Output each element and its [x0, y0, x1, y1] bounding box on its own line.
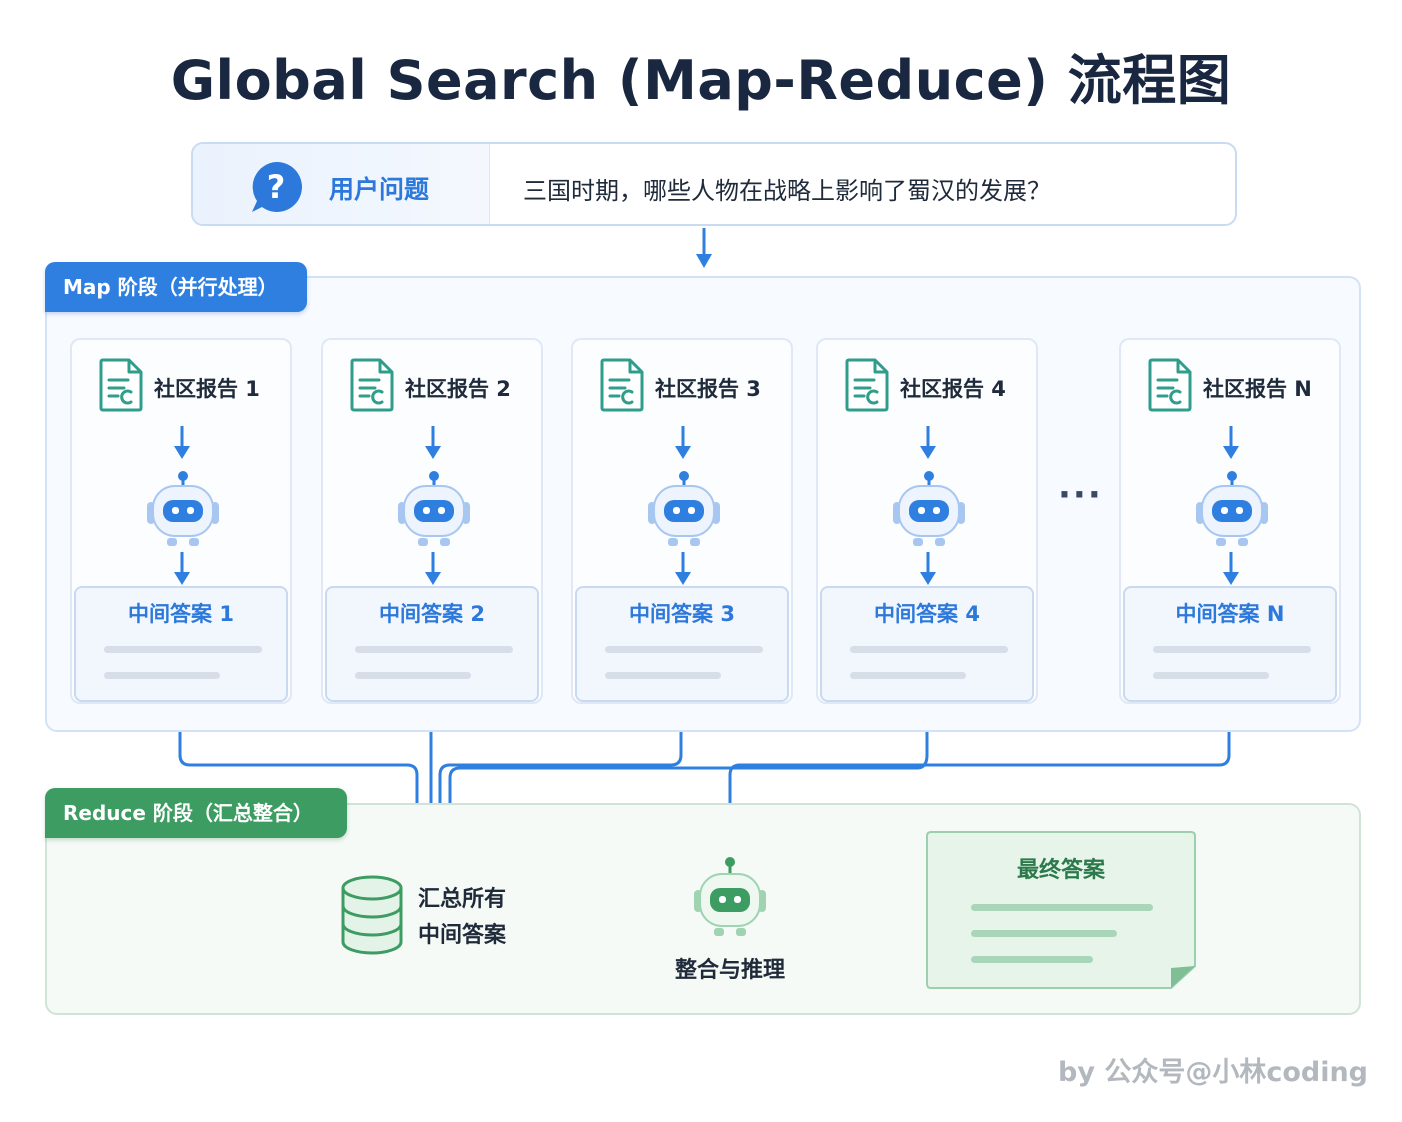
ellipsis: ···	[1058, 475, 1103, 515]
placeholder-line	[1153, 672, 1269, 679]
robot-icon	[395, 470, 473, 554]
robot-icon	[1193, 470, 1271, 554]
integrate-label: 整合与推理	[674, 958, 785, 983]
intermediate-answer-title: 中间答案 2	[379, 602, 485, 626]
robot-icon	[890, 470, 968, 554]
arrow-down-icon	[423, 426, 443, 464]
intermediate-answer-title: 中间答案 1	[128, 602, 234, 626]
document-icon	[349, 358, 395, 416]
intermediate-answer-card: 中间答案 3	[575, 586, 789, 702]
aggregate-line-1: 汇总所有	[418, 887, 507, 912]
reduce-stage-tag: Reduce 阶段（汇总整合）	[45, 788, 347, 838]
database-icon	[340, 874, 404, 960]
intermediate-answer-title: 中间答案 3	[629, 602, 735, 626]
report-column: 社区报告 N 中间答案 N	[1119, 338, 1341, 704]
placeholder-line	[355, 646, 513, 653]
intermediate-answer-card: 中间答案 1	[74, 586, 288, 702]
report-column: 社区报告 4 中间答案 4	[816, 338, 1038, 704]
question-label: 用户问题	[329, 175, 430, 204]
intermediate-answer-card: 中间答案 4	[820, 586, 1034, 702]
robot-icon	[144, 470, 222, 554]
question-text: 三国时期，哪些人物在战略上影响了蜀汉的发展？	[523, 177, 1051, 205]
report-title: 社区报告 4	[900, 377, 1006, 401]
document-icon	[599, 358, 645, 416]
map-stage-tag: Map 阶段（并行处理）	[45, 262, 307, 312]
placeholder-line	[104, 646, 262, 653]
page-title: Global Search (Map-Reduce) 流程图	[170, 49, 1232, 112]
placeholder-line	[850, 646, 1008, 653]
svg-text:?: ?	[267, 168, 286, 206]
intermediate-answer-card: 中间答案 N	[1123, 586, 1337, 702]
arrow-down-icon	[1221, 552, 1241, 590]
report-title: 社区报告 1	[154, 377, 260, 401]
arrow-down-icon	[918, 552, 938, 590]
arrow-down-icon	[673, 426, 693, 464]
placeholder-line	[104, 672, 220, 679]
question-bar: ? 用户问题 三国时期，哪些人物在战略上影响了蜀汉的发展？	[191, 142, 1237, 226]
placeholder-line	[1153, 646, 1311, 653]
robot-icon-green	[690, 856, 770, 946]
placeholder-line	[605, 672, 721, 679]
document-icon	[1147, 358, 1193, 416]
final-answer-card	[925, 830, 1197, 990]
aggregate-line-2: 中间答案	[418, 923, 507, 948]
placeholder-line	[355, 672, 471, 679]
arrow-down-icon	[1221, 426, 1241, 464]
arrow-down-icon	[172, 426, 192, 464]
question-bubble-icon: ?	[248, 160, 304, 218]
report-column: 社区报告 1 中间答案 1	[70, 338, 292, 704]
final-answer-title: 最终答案	[1016, 858, 1105, 883]
aggregate-label: 汇总所有 中间答案	[418, 882, 506, 954]
intermediate-answer-card: 中间答案 2	[325, 586, 539, 702]
document-icon	[844, 358, 890, 416]
intermediate-answer-title: 中间答案 4	[874, 602, 980, 626]
report-title: 社区报告 3	[655, 377, 761, 401]
report-title: 社区报告 N	[1203, 377, 1312, 401]
report-column: 社区报告 3 中间答案 3	[571, 338, 793, 704]
placeholder-line	[605, 646, 763, 653]
arrow-down-icon	[172, 552, 192, 590]
placeholder-line	[850, 672, 966, 679]
arrow-down-icon	[423, 552, 443, 590]
report-column: 社区报告 2 中间答案 2	[321, 338, 543, 704]
watermark: by 公众号@小林coding	[1058, 1057, 1369, 1088]
arrow-down-icon	[918, 426, 938, 464]
robot-icon	[645, 470, 723, 554]
report-title: 社区报告 2	[405, 377, 511, 401]
document-icon	[98, 358, 144, 416]
arrow-down-icon	[673, 552, 693, 590]
intermediate-answer-title: 中间答案 N	[1175, 602, 1285, 626]
question-label-area: ? 用户问题	[193, 144, 490, 224]
